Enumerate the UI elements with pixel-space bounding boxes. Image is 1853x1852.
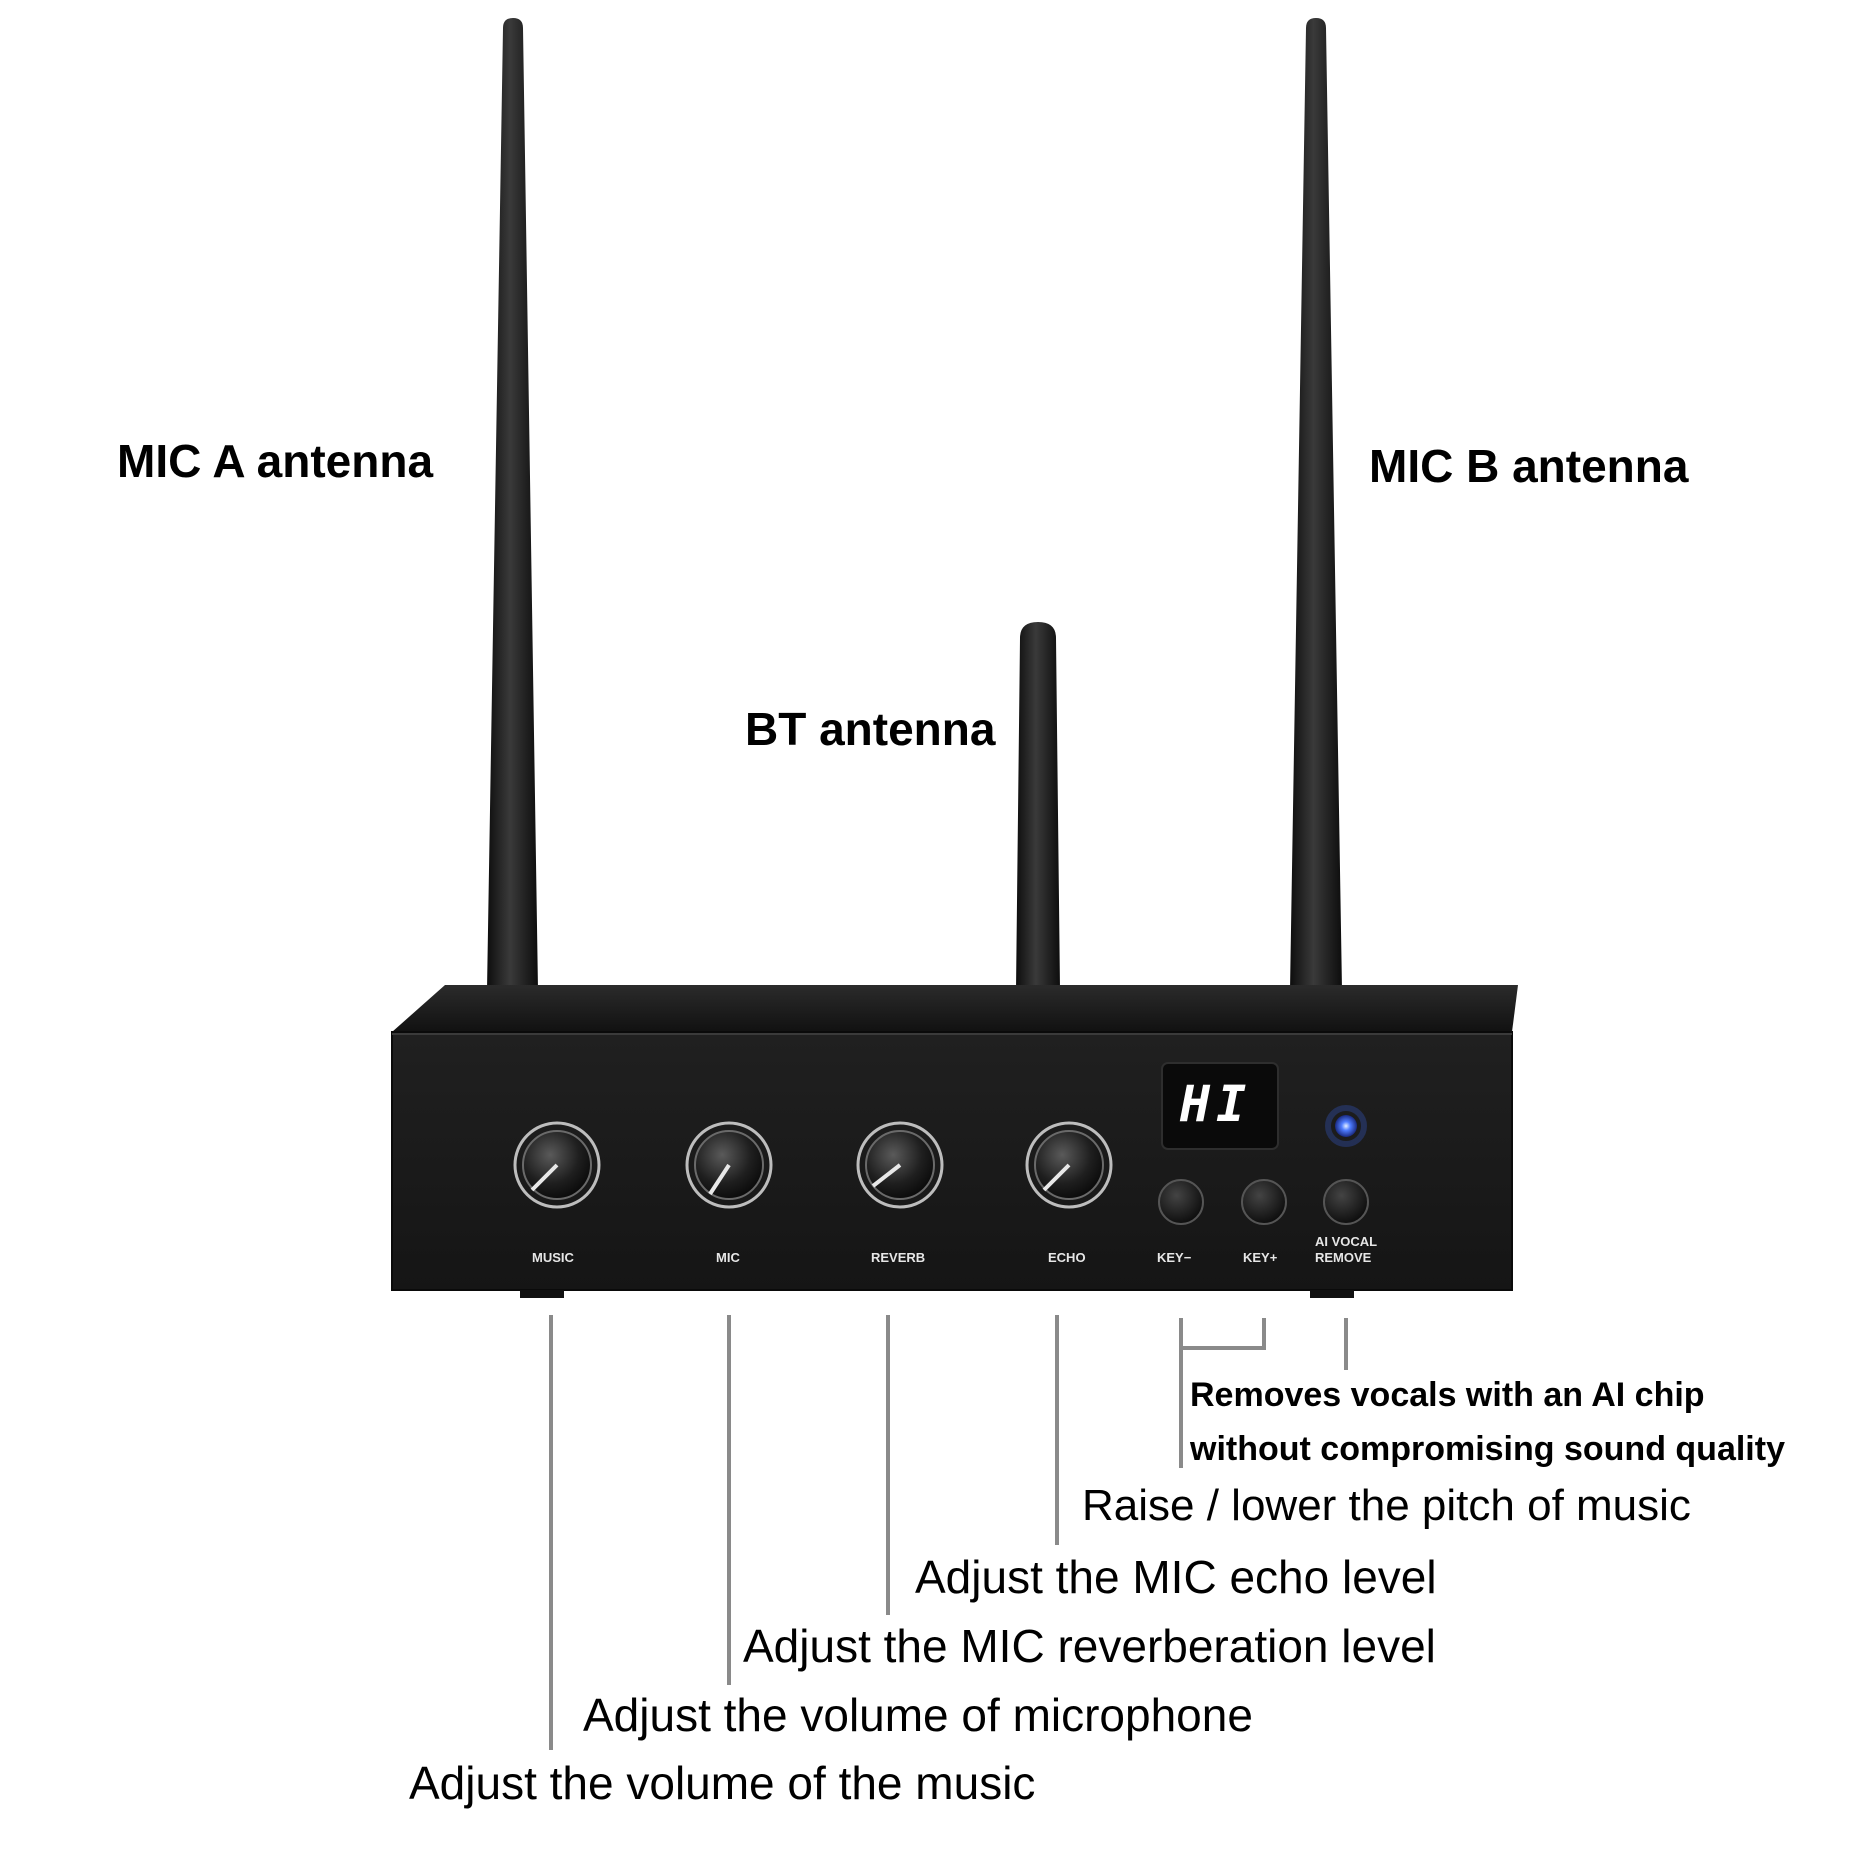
ai-vocal-label-line2: REMOVE [1315, 1250, 1372, 1265]
music-callout-line [549, 1315, 553, 1750]
reverb-knob[interactable] [856, 1121, 944, 1209]
echo-knob[interactable] [1025, 1121, 1113, 1209]
receiver-body [391, 985, 1518, 1298]
bt-antenna [1016, 622, 1060, 990]
music-knob[interactable] [513, 1121, 601, 1209]
ai-vocal-callout-line [1344, 1318, 1348, 1370]
reverb-callout-line [886, 1315, 890, 1615]
display-readout: HI [1180, 1075, 1253, 1133]
mic-b-antenna [1290, 18, 1342, 990]
mic-a-antenna [487, 18, 538, 990]
ai-vocal-remove-button[interactable] [1323, 1179, 1369, 1225]
echo-knob-label: ECHO [1048, 1250, 1086, 1265]
power-led [1325, 1105, 1367, 1147]
music-knob-label: MUSIC [532, 1250, 574, 1265]
echo-callout-line [1055, 1315, 1059, 1545]
mic-knob-label: MIC [716, 1250, 740, 1265]
reverb-knob-label: REVERB [871, 1250, 926, 1265]
key-annotation: Raise / lower the pitch of music [1082, 1481, 1691, 1530]
reverb-annotation: Adjust the MIC reverberation level [743, 1620, 1436, 1672]
key-plus-label: KEY+ [1243, 1250, 1278, 1265]
mic-annotation: Adjust the volume of microphone [583, 1689, 1253, 1741]
key-callout-line [1179, 1348, 1183, 1468]
key-minus-button[interactable] [1158, 1179, 1204, 1225]
mic-a-antenna-label: MIC A antenna [117, 435, 434, 487]
ai-vocal-label-line1: AI VOCAL [1315, 1234, 1378, 1249]
ai-vocal-annotation-line2: without compromising sound quality [1190, 1430, 1785, 1468]
bt-antenna-label: BT antenna [745, 703, 996, 755]
mic-b-antenna-label: MIC B antenna [1369, 440, 1689, 492]
pitch-display [1161, 1062, 1279, 1150]
key-minus-label: KEY− [1157, 1250, 1192, 1265]
ai-vocal-annotation-line1: Removes vocals with an AI chip [1190, 1376, 1705, 1414]
echo-annotation: Adjust the MIC echo level [915, 1551, 1437, 1603]
mic-knob[interactable] [685, 1121, 773, 1209]
key-plus-button[interactable] [1241, 1179, 1287, 1225]
music-annotation: Adjust the volume of the music [409, 1757, 1036, 1809]
mic-callout-line [727, 1315, 731, 1685]
key-bracket [1179, 1318, 1266, 1350]
